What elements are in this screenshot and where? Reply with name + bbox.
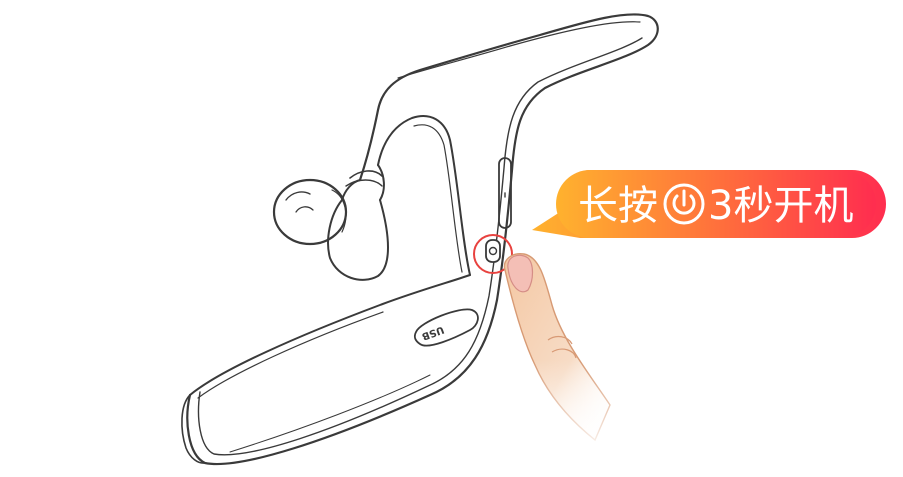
earbud: [272, 164, 389, 281]
svg-text:长按: 长按: [578, 183, 658, 229]
finger-icon: [500, 253, 630, 460]
svg-text:3秒开机: 3秒开机: [708, 183, 853, 229]
callout-text-after: 3秒开机: [708, 183, 853, 229]
power-icon: [663, 183, 705, 225]
power-button: [485, 239, 501, 263]
volume-buttons: [498, 157, 512, 229]
headset-body: [181, 13, 659, 466]
power-button-highlight: [473, 234, 513, 274]
callout-bubble: 长按 3秒开机: [532, 170, 886, 238]
callout-text-before: 长按: [578, 183, 658, 229]
usb-port: USB: [413, 308, 479, 347]
